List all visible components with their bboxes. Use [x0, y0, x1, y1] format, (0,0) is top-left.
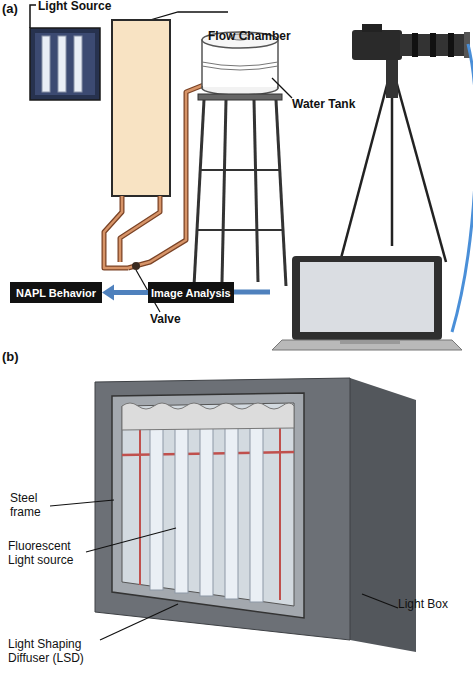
leader-line: [362, 594, 398, 608]
flow-arrow: [102, 285, 148, 301]
fluorescent-tube: [42, 36, 50, 92]
part-label: Light Box: [398, 598, 470, 612]
flow-arrow: [228, 290, 270, 295]
part-label: Fluorescent Light source: [8, 540, 93, 568]
part-label: Flow Chamber: [208, 30, 318, 44]
fluorescent-tube: [74, 36, 82, 92]
leader-line: [86, 528, 176, 552]
process-box: NAPL Behavior: [10, 282, 102, 303]
camera-tripod: [340, 24, 470, 262]
leader-line: [100, 604, 178, 640]
part-label: Steel frame: [10, 492, 60, 520]
fluorescent-tube: [58, 36, 66, 92]
process-box: Image Analysis: [148, 282, 234, 303]
tank-stand: [194, 94, 286, 286]
part-label: Light Source: [38, 0, 148, 14]
usb-cable: [452, 44, 473, 332]
part-label: Valve: [150, 313, 210, 327]
arrow-head: [102, 285, 114, 301]
connector-line: [112, 290, 148, 295]
box-text: NAPL Behavior: [16, 287, 96, 299]
leader-line: [150, 12, 228, 20]
part-label: Light Shaping Diffuser (LSD): [8, 638, 103, 666]
light-box: [95, 378, 416, 652]
copper-pipes: [104, 84, 206, 268]
flow-chamber: [112, 20, 170, 196]
laptop: [272, 256, 462, 350]
valve-symbol: [132, 262, 140, 270]
part-label: (a): [2, 2, 42, 17]
leader-line: [50, 500, 114, 506]
part-label: Water Tank: [292, 98, 392, 112]
leader-line: [30, 5, 36, 28]
part-label: (b): [2, 350, 42, 365]
light-panel: [30, 28, 100, 100]
box-text: Image Analysis: [151, 287, 231, 299]
light-panel-inner: [35, 33, 95, 95]
